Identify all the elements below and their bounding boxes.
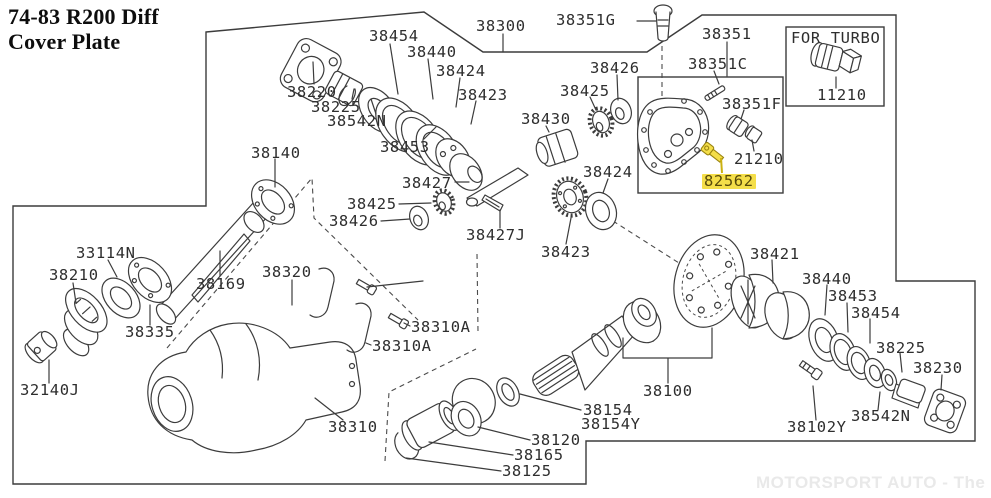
part-label-38310a: 38310A — [372, 337, 432, 355]
part-right-bearing-stack-drawing — [808, 318, 898, 392]
part-label-38220: 38220 — [287, 83, 337, 101]
part-label-38542n: 38542N — [327, 112, 387, 130]
part-32140J-nut-drawing — [24, 330, 58, 364]
part-label-38225: 38225 — [876, 339, 926, 357]
part-label-38426: 38426 — [590, 59, 640, 77]
page-title: 74-83 R200 Diff Cover Plate — [8, 4, 159, 54]
part-label-38210: 38210 — [49, 266, 99, 284]
page-title-line1: 74-83 R200 Diff — [8, 4, 159, 29]
part-label-38225: 38225 — [311, 98, 361, 116]
part-label-38120: 38120 — [531, 431, 581, 449]
part-label-38140: 38140 — [251, 144, 301, 162]
part-38430-drawing — [535, 128, 579, 167]
part-label-38424: 38424 — [583, 163, 633, 181]
part-38351G-plug-drawing — [653, 4, 673, 42]
part-11210-turbo-mount-drawing — [810, 42, 862, 74]
part-38120-bearing-drawing — [450, 377, 496, 437]
part-82562-bolt-drawing-highlighted — [700, 141, 725, 163]
part-label-38100: 38100 — [643, 382, 693, 400]
part-label-11210: 11210 — [817, 86, 867, 104]
part-label-38335: 38335 — [125, 323, 175, 341]
page-title-line2: Cover Plate — [8, 29, 121, 54]
part-label-38169: 38169 — [196, 275, 246, 293]
part-38140-bearing-drawing — [250, 179, 296, 225]
part-diff-case-drawing — [730, 273, 810, 340]
part-label-38351g: 38351G — [556, 11, 616, 29]
part-label-38440: 38440 — [802, 270, 852, 288]
part-label-38300: 38300 — [476, 17, 526, 35]
part-label-38440: 38440 — [407, 43, 457, 61]
part-38423-pinion-gear-drawing — [449, 153, 483, 191]
part-label-38351: 38351 — [702, 25, 752, 43]
part-label-38125: 38125 — [502, 462, 552, 480]
part-33114N-bearing-drawing — [101, 277, 141, 319]
part-label-38425: 38425 — [560, 82, 610, 100]
part-label-38310a: 38310A — [411, 318, 471, 336]
part-label-38351c: 38351C — [688, 55, 748, 73]
watermark: MOTORSPORT AUTO - The Z Store — [756, 473, 991, 492]
part-label-38453: 38453 — [828, 287, 878, 305]
part-label-21210: 21210 — [734, 150, 784, 168]
part-label-38310: 38310 — [328, 418, 378, 436]
part-label-38320: 38320 — [262, 263, 312, 281]
for-turbo-box — [785, 26, 885, 107]
part-38425-gear-mid-drawing — [432, 188, 456, 216]
part-label-38424: 38424 — [436, 62, 486, 80]
part-38351C-stud-drawing — [704, 85, 726, 101]
part-38230-flange-drawing — [891, 378, 967, 434]
part-label-38351f: 38351F — [722, 95, 782, 113]
part-label-38421: 38421 — [750, 245, 800, 263]
part-label-33114n: 33114N — [76, 244, 136, 262]
leader-82562-highlighted — [720, 157, 723, 174]
part-label-38423: 38423 — [541, 243, 591, 261]
part-38102Y-bolt-drawing — [798, 360, 823, 381]
part-label-38427j: 38427J — [466, 226, 526, 244]
part-label-38454: 38454 — [851, 304, 901, 322]
part-38100-pinion-drawing — [532, 297, 662, 396]
leader-lines — [48, 20, 943, 472]
part-label-38102y: 38102Y — [787, 418, 847, 436]
part-label-38425: 38425 — [347, 195, 397, 213]
part-38165-spacer-drawing — [401, 400, 461, 451]
part-label-38154: 38154 — [583, 401, 633, 419]
part-label-38165: 38165 — [514, 446, 564, 464]
part-38220-flange-drawing — [279, 37, 364, 107]
part-label-38154y: 38154Y — [581, 415, 641, 433]
part-38225-snapring-drawing — [338, 85, 356, 107]
part-38320-bearing-caps-drawing — [309, 267, 410, 353]
part-38351F-plug-drawing — [726, 114, 749, 137]
part-label-38542n: 38542N — [851, 407, 911, 425]
part-label-38426: 38426 — [329, 212, 379, 230]
part-label-38427: 38427 — [402, 174, 452, 192]
part-label-38454: 38454 — [369, 27, 419, 45]
part-label-38230: 38230 — [913, 359, 963, 377]
part-38425-gear-top-drawing — [587, 106, 615, 138]
part-38154-washer-drawing — [496, 377, 520, 407]
part-38335-bearing-drawing — [127, 256, 173, 304]
part-label-38423: 38423 — [458, 86, 508, 104]
part-label-32140j: 32140J — [20, 381, 80, 399]
part-38310-housing-drawing — [147, 322, 361, 454]
part-label-38453: 38453 — [380, 138, 430, 156]
part-38423-side-gear-drawing — [551, 176, 589, 218]
part-38426-washer-mid-drawing — [408, 205, 430, 231]
part-38426-washer-top-drawing — [610, 97, 632, 125]
part-38351-cover-plate-drawing — [636, 97, 710, 175]
part-label-82562: 82562 — [702, 172, 756, 190]
part-label-38430: 38430 — [521, 110, 571, 128]
part-label-for-turbo: FOR TURBO — [791, 29, 881, 47]
part-21210-plug-drawing — [744, 125, 763, 144]
part-38424-thrust-washer-drawing — [584, 191, 618, 231]
